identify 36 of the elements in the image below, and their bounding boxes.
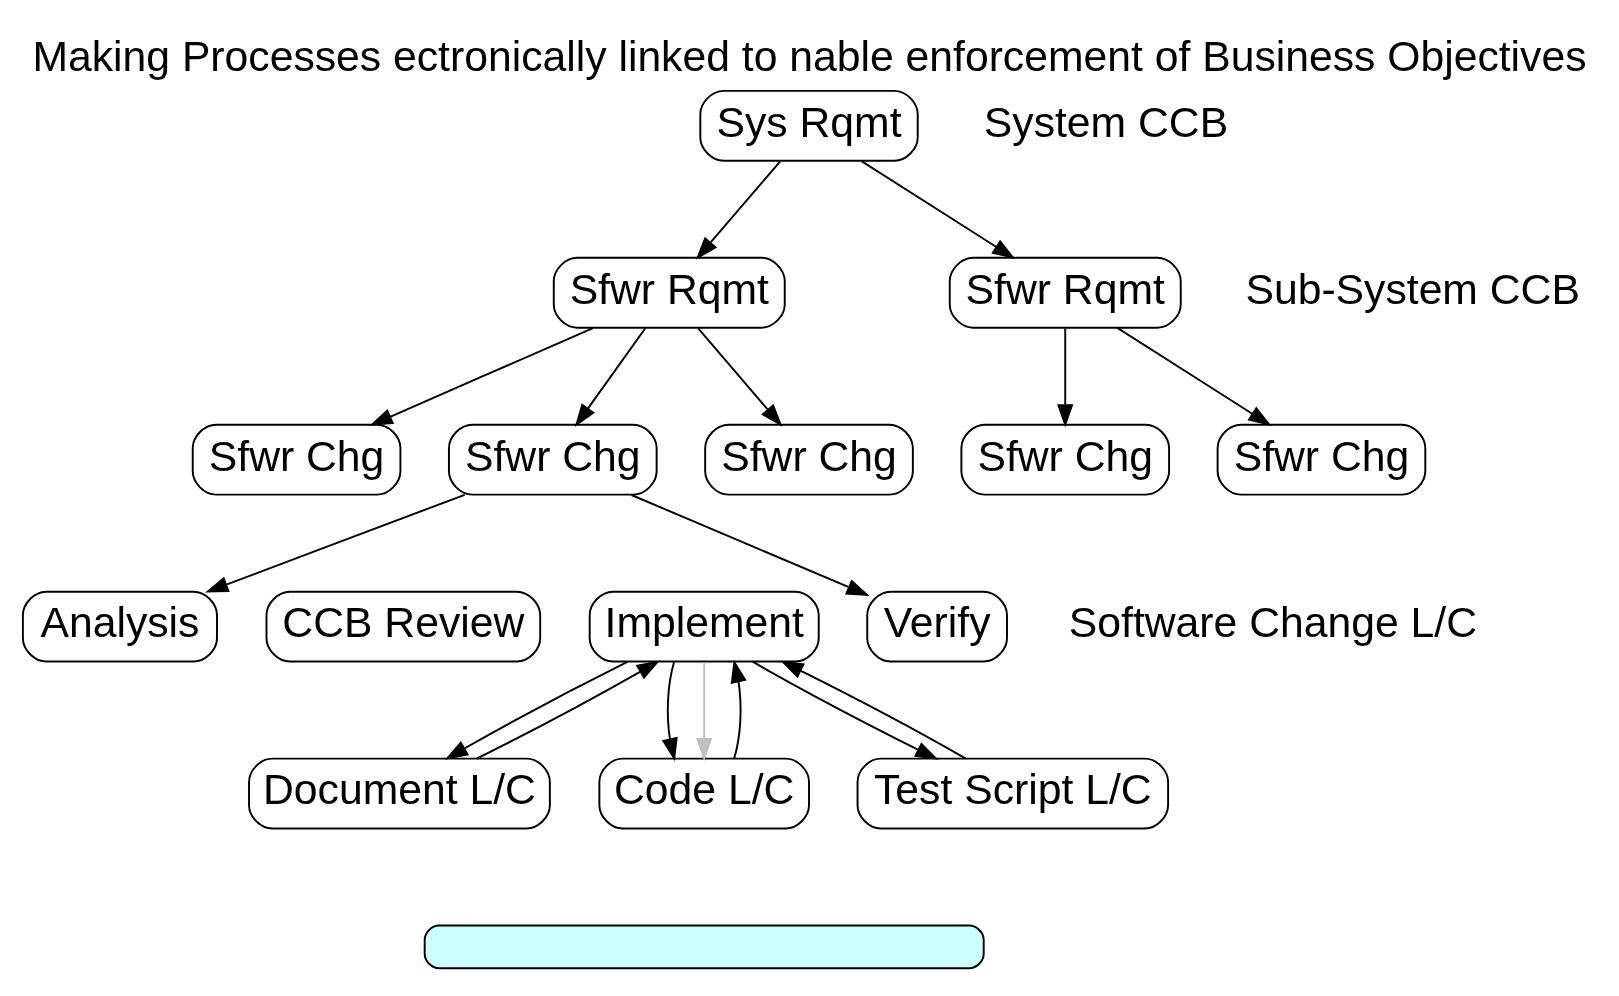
node-box: CCB Review xyxy=(265,590,542,662)
diagram-title: Making Processes ectronically linked to nable enforcement of Business Objectives xyxy=(32,31,1587,80)
arrow xyxy=(1116,326,1272,426)
node-box: Sfwr Chg xyxy=(191,423,402,496)
arrow xyxy=(730,658,747,759)
node-box: Document L/C xyxy=(248,757,551,829)
arrow xyxy=(205,493,466,593)
label: Sub-System CCB xyxy=(1245,264,1580,313)
label: Software Change L/C xyxy=(1068,597,1477,646)
node-box: Sys Rqmt xyxy=(699,89,919,162)
arrow xyxy=(697,327,783,427)
arrow xyxy=(630,493,870,596)
node-box: Sfwr Chg xyxy=(447,423,658,496)
node-box: Implement xyxy=(588,590,820,662)
node-box: Sfwr Chg xyxy=(1216,423,1427,496)
node-box: Sfwr Rqmt xyxy=(948,256,1182,329)
label: System CCB xyxy=(983,97,1229,146)
arrow xyxy=(475,659,660,759)
node-box: Sfwr Chg xyxy=(704,423,914,496)
node-box: Analysis xyxy=(21,590,218,662)
arrow xyxy=(1057,327,1074,427)
node-box: Code L/C xyxy=(598,757,810,829)
arrow xyxy=(444,660,629,760)
arrow xyxy=(369,326,594,426)
node-box: Sfwr Chg xyxy=(960,423,1171,496)
arrow xyxy=(695,160,781,260)
arrow xyxy=(696,660,713,761)
node-box: Sfwr Rqmt xyxy=(552,256,786,329)
node-box: Test Script L/C xyxy=(856,757,1170,829)
arrow xyxy=(780,660,967,759)
arrow xyxy=(661,660,678,761)
arrow xyxy=(752,660,939,760)
arrow xyxy=(860,159,1016,259)
node-box xyxy=(423,924,985,969)
arrow xyxy=(574,327,647,427)
node-box: Verify xyxy=(866,590,1008,662)
